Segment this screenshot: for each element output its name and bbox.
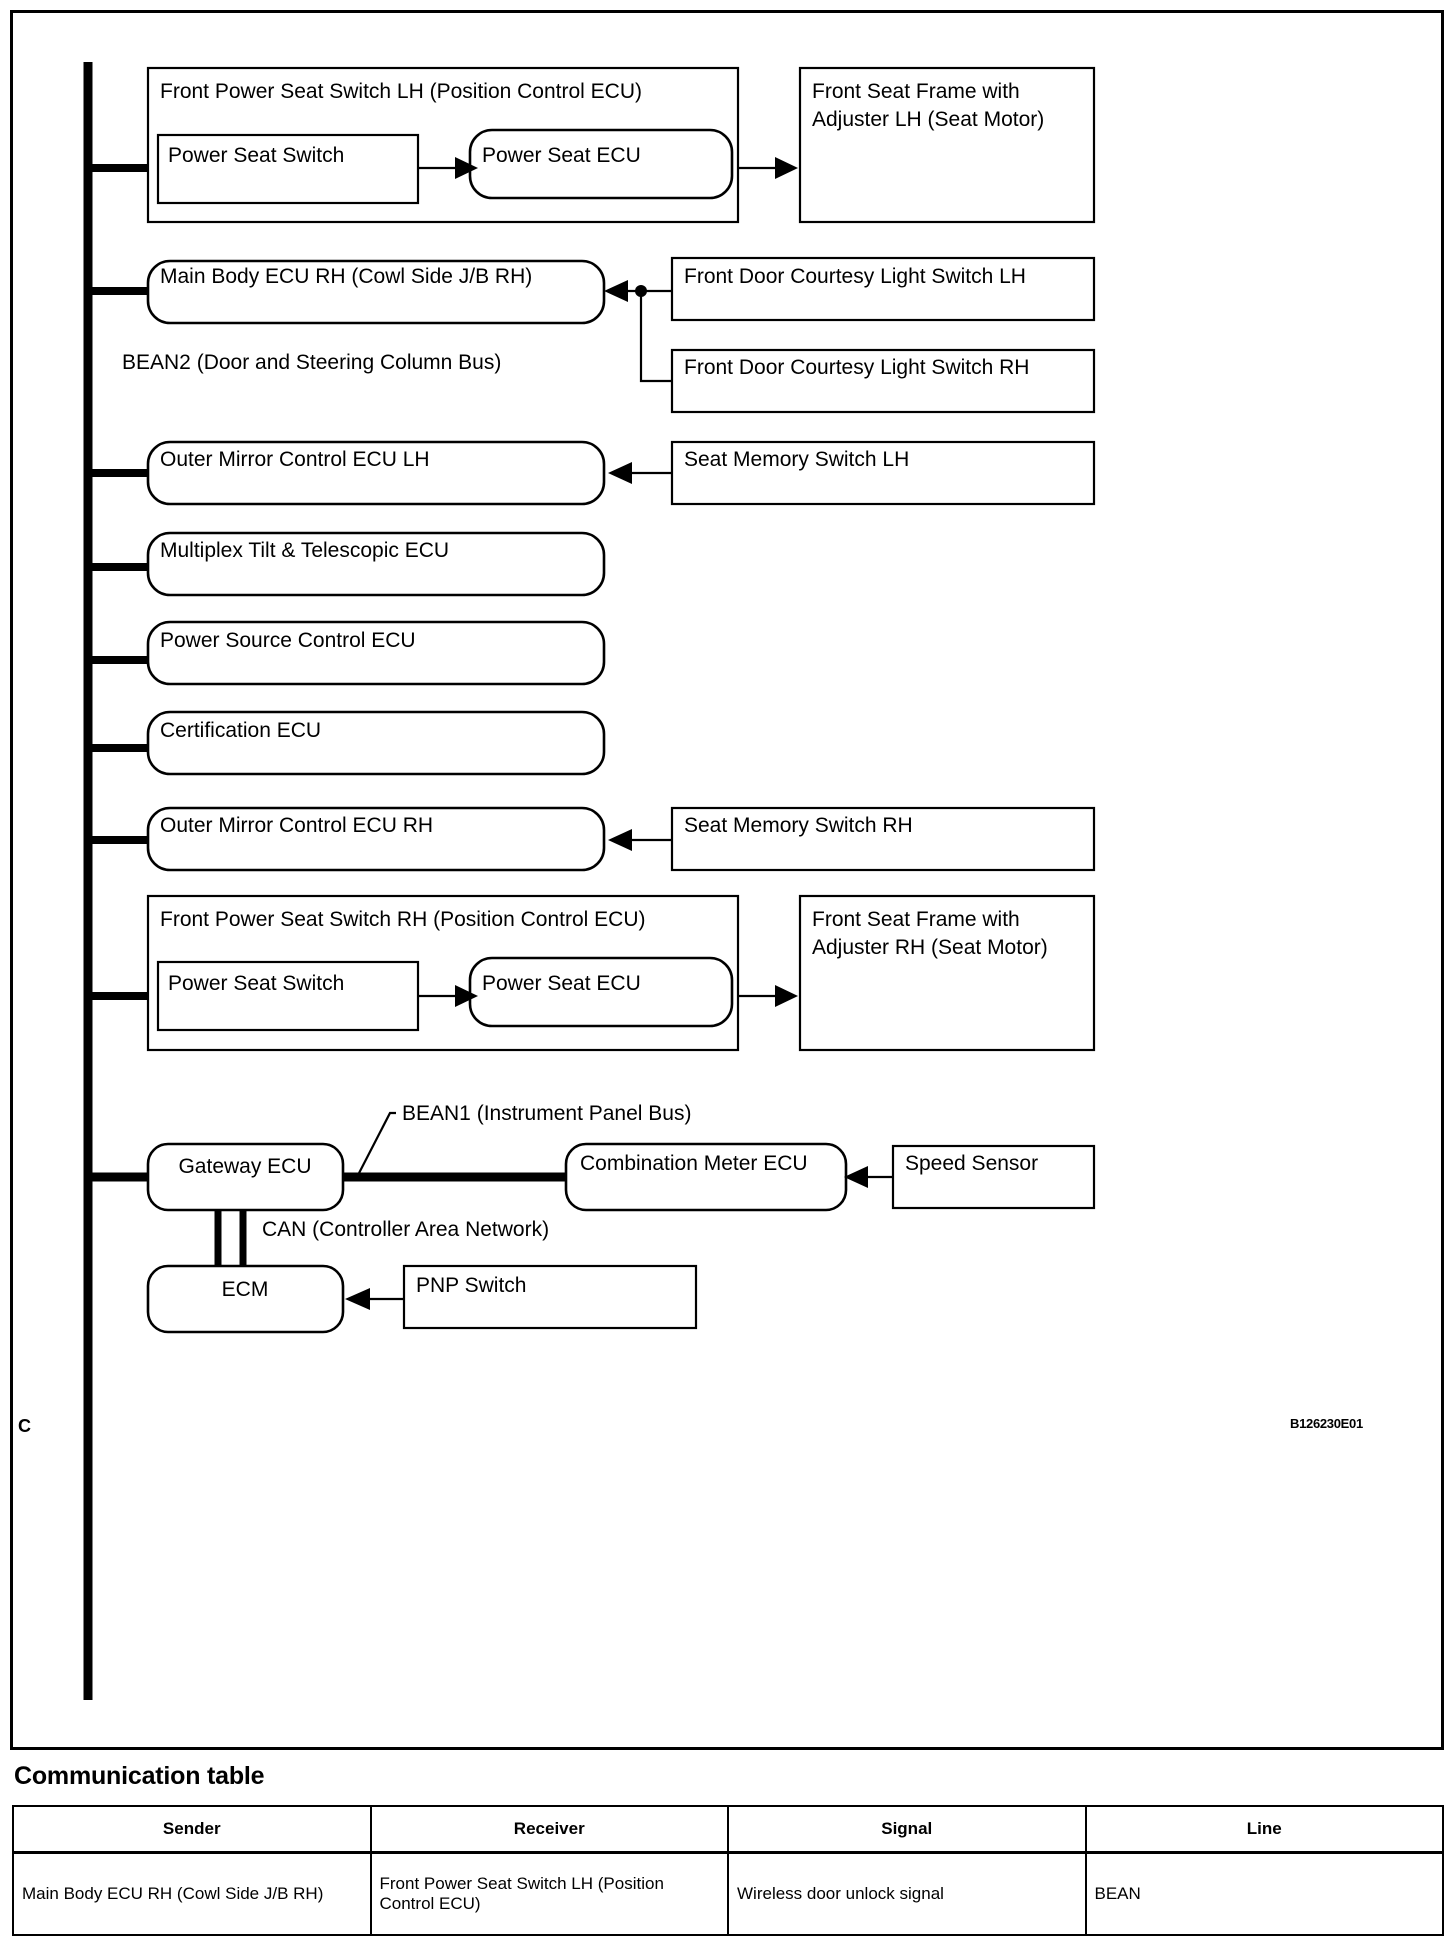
communication-table-body: Main Body ECU RH (Cowl Side J/B RH) Fron…	[12, 1851, 1444, 1936]
cell-sender: Main Body ECU RH (Cowl Side J/B RH)	[12, 1851, 372, 1936]
column-header-signal: Signal	[727, 1805, 1087, 1854]
power-source-control-ecu-label: Power Source Control ECU	[160, 629, 416, 652]
network-diagram: Front Power Seat Switch LH (Position Con…	[18, 62, 1363, 1700]
communication-table: Sender Receiver Signal Line Main Body EC…	[12, 1805, 1444, 1936]
figure-code: B126230E01	[1290, 1416, 1363, 1431]
seat-memory-switch-rh-box	[670, 806, 1096, 872]
cell-signal: Wireless door unlock signal	[727, 1851, 1087, 1936]
seat-memory-rh-arrowhead	[608, 829, 632, 851]
cell-line: BEAN	[1084, 1851, 1444, 1936]
communication-table-head: Sender Receiver Signal Line	[12, 1805, 1444, 1854]
front-power-seat-switch-rh-label: Front Power Seat Switch RH (Position Con…	[160, 908, 646, 931]
courtesy-junction-dot	[635, 285, 647, 297]
combination-meter-ecu-label: Combination Meter ECU	[580, 1152, 808, 1175]
seat-memory-lh-arrowhead	[608, 462, 632, 484]
column-header-line: Line	[1084, 1805, 1444, 1854]
front-door-courtesy-light-switch-rh-label: Front Door Courtesy Light Switch RH	[684, 356, 1029, 379]
can-bus-label: CAN (Controller Area Network)	[262, 1218, 549, 1241]
gateway-ecu-label: Gateway ECU	[178, 1155, 311, 1178]
arrow-switch-to-ecu-lh-head	[455, 157, 478, 179]
front-door-courtesy-light-switch-lh-box	[670, 256, 1096, 322]
outer-mirror-control-ecu-lh-label: Outer Mirror Control ECU LH	[160, 448, 430, 471]
bean1-leader-line	[356, 1111, 396, 1178]
front-door-courtesy-light-switch-rh-box	[670, 348, 1096, 414]
front-seat-frame-rh-label-line1: Front Seat Frame with	[812, 908, 1020, 931]
power-seat-switch-lh-label: Power Seat Switch	[168, 144, 344, 167]
certification-ecu-box	[146, 710, 606, 776]
outer-mirror-control-ecu-lh-box	[146, 440, 606, 506]
cell-receiver: Front Power Seat Switch LH (Position Con…	[369, 1851, 729, 1936]
arrow-switch-to-ecu-rh-head	[455, 985, 478, 1007]
multiplex-tilt-telescopic-ecu-box	[146, 531, 606, 597]
arrow-ecu-to-frame-rh-head	[775, 985, 798, 1007]
power-seat-ecu-lh-label: Power Seat ECU	[482, 144, 641, 167]
communication-table-header-row: Sender Receiver Signal Line	[12, 1805, 1444, 1854]
speed-sensor-label: Speed Sensor	[905, 1152, 1038, 1175]
outer-mirror-control-ecu-rh-box	[146, 806, 606, 872]
power-seat-switch-rh-label: Power Seat Switch	[168, 972, 344, 995]
corner-marker: C	[18, 1416, 31, 1436]
front-power-seat-switch-lh-label: Front Power Seat Switch LH (Position Con…	[160, 80, 642, 103]
front-seat-frame-rh-box	[798, 894, 1096, 1052]
ecm-label: ECM	[222, 1278, 269, 1301]
seat-memory-switch-rh-label: Seat Memory Switch RH	[684, 814, 913, 837]
courtesy-to-main-body-arrowhead	[604, 280, 628, 302]
pnp-switch-box	[402, 1264, 698, 1330]
power-seat-switch-lh-box	[156, 133, 420, 205]
courtesy-rh-branch-line	[639, 291, 672, 383]
table-row: Main Body ECU RH (Cowl Side J/B RH) Fron…	[12, 1851, 1444, 1936]
power-source-control-ecu-box	[146, 620, 606, 686]
communication-table-title: Communication table	[14, 1762, 265, 1790]
pnp-switch-arrowhead	[345, 1288, 370, 1310]
main-body-ecu-rh-box	[146, 259, 606, 325]
bean1-bus-label: BEAN1 (Instrument Panel Bus)	[402, 1102, 691, 1125]
bean2-bus-label: BEAN2 (Door and Steering Column Bus)	[122, 351, 501, 374]
main-body-ecu-rh-label: Main Body ECU RH (Cowl Side J/B RH)	[160, 265, 532, 288]
front-seat-frame-lh-label-line2: Adjuster LH (Seat Motor)	[812, 108, 1044, 131]
seat-memory-switch-lh-label: Seat Memory Switch LH	[684, 448, 909, 471]
outer-mirror-control-ecu-rh-label: Outer Mirror Control ECU RH	[160, 814, 433, 837]
seat-memory-switch-lh-box	[670, 440, 1096, 506]
power-seat-ecu-lh-box	[468, 128, 734, 200]
multiplex-tilt-telescopic-ecu-label: Multiplex Tilt & Telescopic ECU	[160, 539, 449, 562]
ecm-box	[146, 1264, 345, 1334]
arrow-ecu-to-frame-lh-head	[775, 157, 798, 179]
power-seat-ecu-rh-box	[468, 956, 734, 1028]
pnp-switch-label: PNP Switch	[416, 1274, 527, 1297]
power-seat-switch-rh-box	[156, 960, 420, 1032]
power-seat-ecu-rh-label: Power Seat ECU	[482, 972, 641, 995]
certification-ecu-label: Certification ECU	[160, 719, 321, 742]
speed-sensor-arrowhead	[844, 1166, 868, 1188]
front-seat-frame-rh-label-line2: Adjuster RH (Seat Motor)	[812, 936, 1048, 959]
speed-sensor-box	[891, 1144, 1096, 1210]
front-seat-frame-lh-box	[798, 66, 1096, 224]
column-header-sender: Sender	[12, 1805, 372, 1854]
front-seat-frame-lh-label-line1: Front Seat Frame with	[812, 80, 1020, 103]
column-header-receiver: Receiver	[369, 1805, 729, 1854]
front-door-courtesy-light-switch-lh-label: Front Door Courtesy Light Switch LH	[684, 265, 1026, 288]
